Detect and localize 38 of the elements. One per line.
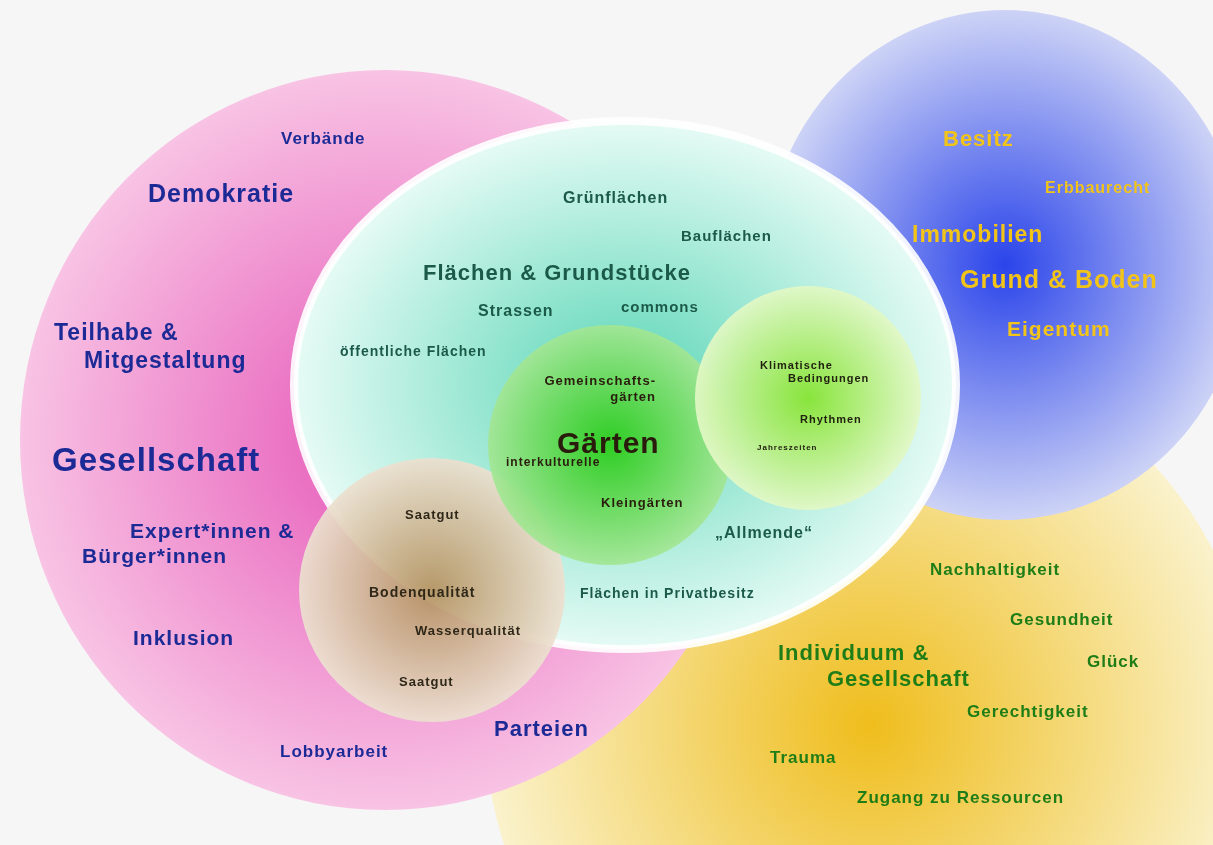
keyword-label: Gemeinschafts- gärten [543, 373, 656, 405]
keyword-label: Flächen & Grundstücke [423, 259, 691, 287]
keyword-label: Besitz [943, 125, 1014, 153]
keyword-label: Saatgut [399, 674, 454, 690]
keyword-label: Inklusion [133, 625, 235, 651]
keyword-label: Demokratie [148, 178, 295, 208]
keyword-label: commons [621, 298, 699, 316]
keyword-label: Flächen in Privatbesitz [580, 584, 755, 602]
keyword-label: Rhythmen [800, 413, 862, 427]
keyword-label: interkulturelle [506, 454, 601, 470]
keyword-label: Eigentum [1007, 316, 1111, 342]
keyword-label: Parteien [494, 715, 589, 743]
keyword-label: Grund & Boden [960, 264, 1158, 294]
keyword-label: Zugang zu Ressourcen [857, 787, 1065, 809]
keyword-label: Grünflächen [563, 188, 669, 208]
keyword-label: Immobilien [912, 221, 1044, 249]
keyword-label: Gesellschaft [52, 440, 261, 480]
keyword-label: Gesundheit [1010, 609, 1114, 631]
keyword-label: Bauflächen [681, 227, 772, 245]
keyword-label: Klimatische Bedingungen [760, 358, 871, 386]
keyword-label: öffentliche Flächen [340, 342, 487, 360]
keyword-label: Individuum & Gesellschaft [778, 639, 971, 693]
keyword-label: Saatgut [405, 507, 460, 523]
keyword-label: Glück [1087, 651, 1140, 673]
keyword-label: Gerechtigkeit [967, 701, 1089, 723]
keyword-label: Strassen [478, 301, 554, 321]
keyword-label: Trauma [770, 747, 837, 769]
keyword-label: Jahreszeiten [757, 443, 818, 453]
keyword-label: Kleingärten [601, 495, 684, 511]
keyword-label: Erbbaurecht [1045, 178, 1151, 198]
keyword-label: Expert*innen & Bürger*innen [82, 517, 296, 569]
keyword-label: „Allmende“ [715, 523, 813, 543]
keyword-label: Verbände [281, 128, 366, 150]
keyword-label: Wasserqualität [415, 623, 521, 639]
keyword-label: Teilhabe & Mitgestaltung [54, 319, 248, 375]
keyword-label: Nachhaltigkeit [930, 559, 1061, 581]
keyword-label: Lobbyarbeit [280, 741, 389, 763]
keyword-label: Bodenqualität [369, 583, 476, 601]
